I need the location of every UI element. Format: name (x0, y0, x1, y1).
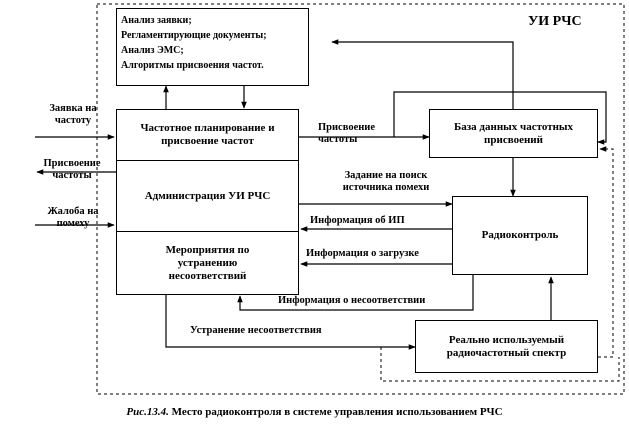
database-box: База данных частотных присвоений (429, 109, 598, 158)
figure-caption: Рис.13.4. Место радиоконтроля в системе … (0, 406, 629, 418)
analysis-line: Анализ заявки; (121, 15, 192, 26)
label-fix-mismatch: Устранение несоответствия (190, 325, 322, 336)
main-box: Частотное планирование и присвоение част… (116, 109, 299, 295)
radiocontrol-box: Радиоконтроль (452, 196, 588, 275)
administration-label: Администрация УИ РЧС (144, 189, 271, 202)
label-assign-out: Присвоение частоты (43, 158, 101, 181)
analysis-box: Анализ заявки; Регламентирующие документ… (116, 8, 309, 86)
analysis-line: Алгоритмы присвоения частот. (121, 60, 264, 71)
label-info-ip: Информация об ИП (310, 215, 405, 226)
label-task-search: Задание на поиск источника помехи (342, 170, 430, 193)
label-assign-to-db: Присвоение частоты (318, 122, 375, 145)
label-request: Заявка на частоту (49, 103, 97, 126)
analysis-line: Анализ ЭМС; (121, 45, 184, 56)
analysis-line: Регламентирующие документы; (121, 30, 267, 41)
arrow-spectrum-to-database-dashed (598, 146, 614, 358)
planning-label: Частотное планирование и присвоение част… (140, 122, 275, 147)
dashed-loop-spectrum (380, 347, 620, 382)
label-info-mismatch: Информация о несоответствии (278, 295, 426, 306)
arrow-loop-to-database (393, 91, 607, 145)
radiocontrol-label: Радиоконтроль (481, 229, 559, 241)
measures-section: Мероприятия по устранению несоответствий (117, 232, 298, 294)
spectrum-box: Реально используемый радиочастотный спек… (415, 320, 598, 373)
figure-label: Рис.13.4. (126, 406, 169, 418)
spectrum-label: Реально используемый радиочастотный спек… (446, 333, 567, 359)
database-label: База данных частотных присвоений (453, 120, 574, 146)
measures-label: Мероприятия по устранению несоответствий (165, 243, 250, 282)
arrow-radiocontrol-info-mismatch (237, 275, 474, 311)
label-complaint: Жалоба на помеху (47, 206, 99, 229)
system-boundary (96, 3, 625, 395)
figure-caption-text: Место радиоконтроля в системе управления… (168, 406, 503, 418)
administration-section: Администрация УИ РЧС (117, 161, 298, 232)
label-info-load: Информация о загрузке (306, 248, 419, 259)
planning-section: Частотное планирование и присвоение част… (117, 110, 298, 161)
arrow-measures-to-spectrum (165, 295, 416, 350)
arrow-database-to-analysis (331, 39, 514, 109)
system-title: УИ РЧС (528, 14, 582, 29)
